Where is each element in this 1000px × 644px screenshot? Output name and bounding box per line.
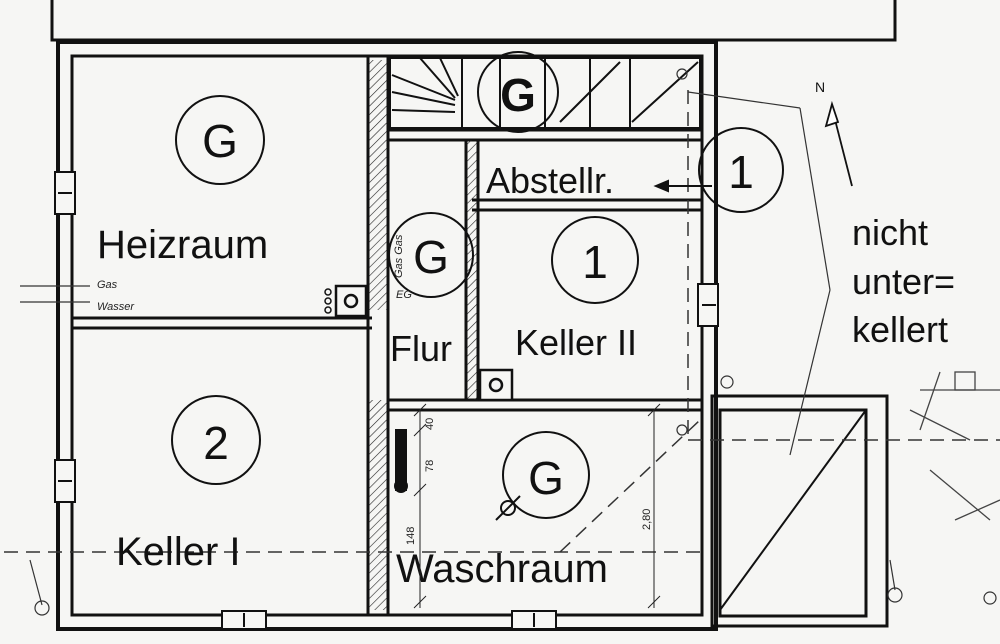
- north-label: N: [815, 79, 825, 95]
- marker-abstell: 1: [728, 146, 754, 198]
- note-unter: unter=: [852, 261, 955, 302]
- abstell-arrow: [653, 179, 712, 193]
- chimney-boxes: [334, 284, 514, 402]
- staircase: [389, 57, 701, 129]
- label-waschraum: Waschraum: [396, 547, 608, 591]
- interior-walls: [72, 56, 702, 615]
- marker-keller1: 2: [203, 417, 229, 469]
- marker-circles: [171, 51, 784, 519]
- marker-flur: G: [413, 231, 449, 283]
- waschraum-fixture: [394, 429, 521, 521]
- north-arrow: [824, 100, 853, 187]
- dim-280: 2,80: [641, 509, 653, 530]
- hatched-wall-left: [369, 60, 387, 310]
- label-flur: Flur: [390, 328, 452, 369]
- dimension-lines: [413, 403, 661, 609]
- label-heizraum: Heizraum: [97, 223, 268, 267]
- dashed-lines: [4, 90, 1000, 553]
- marker-waschraum: G: [528, 452, 564, 504]
- service-lines: [20, 68, 997, 616]
- dim-40: 40: [424, 418, 436, 430]
- neighbour-sketch: [909, 371, 1000, 521]
- hatched-wall-lower: [369, 400, 387, 610]
- label-keller2: Keller II: [515, 322, 637, 363]
- dim-78: 78: [424, 460, 436, 472]
- flur-wall-note: Gas Gas: [393, 234, 405, 278]
- marker-keller2: 1: [582, 236, 608, 288]
- note-nicht: nicht: [852, 212, 928, 253]
- meter-dots: [324, 288, 332, 314]
- hatched-wall-flur: [467, 140, 477, 400]
- gas-label: Gas: [97, 279, 118, 291]
- marker-heizraum: G: [202, 115, 238, 167]
- wasser-label: Wasser: [97, 301, 135, 313]
- marker-stair: G: [500, 69, 536, 121]
- dim-148: 148: [405, 527, 417, 545]
- flur-wall-note2: EG: [396, 289, 412, 301]
- label-keller1: Keller I: [116, 530, 241, 574]
- windows: [54, 171, 719, 630]
- upper-outline: [50, 0, 897, 42]
- annex-outline: [710, 394, 889, 628]
- note-kellert: kellert: [852, 309, 948, 350]
- label-abstell: Abstellr.: [486, 160, 614, 201]
